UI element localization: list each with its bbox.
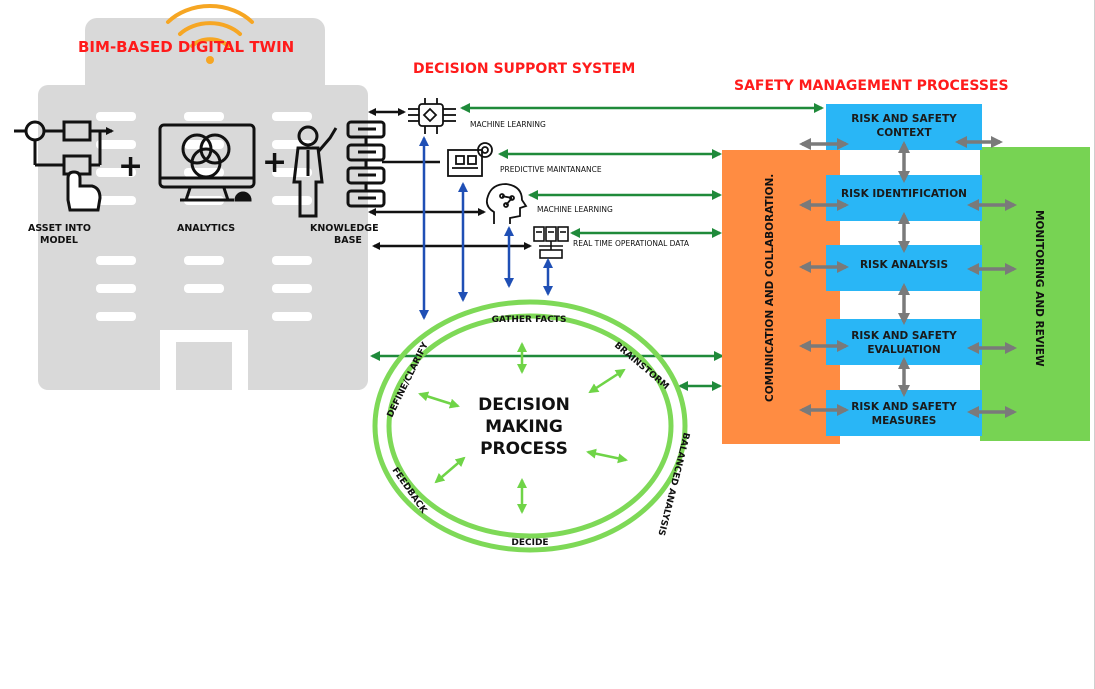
decision-center-l1: DECISION bbox=[478, 395, 570, 415]
black-connectors bbox=[368, 108, 532, 250]
step-brainstorm: BRAINSTORM bbox=[612, 341, 670, 392]
decision-center-l2: MAKING bbox=[485, 417, 563, 437]
asset-model-icon bbox=[14, 120, 114, 212]
risk-identification-l1: RISK IDENTIFICATION bbox=[841, 188, 967, 200]
asset-label-l2: MODEL bbox=[40, 235, 78, 246]
risk-box-measures bbox=[826, 390, 982, 436]
operational-data-icon bbox=[533, 226, 569, 259]
gray-arrows bbox=[799, 136, 1017, 418]
step-gather-facts: GATHER FACTS bbox=[492, 315, 567, 325]
flowchart-icon bbox=[346, 120, 386, 208]
risk-context-l2: CONTEXT bbox=[876, 127, 932, 139]
predictive-maintenance-icon bbox=[447, 142, 493, 177]
risk-measures-l1: RISK AND SAFETY bbox=[851, 401, 957, 413]
monitoring-panel bbox=[980, 147, 1090, 441]
step-balanced-analysis: BALANCED ANALYSIS bbox=[655, 431, 690, 536]
asset-label-l1: ASSET INTO bbox=[28, 223, 91, 234]
risk-measures-l2: MEASURES bbox=[872, 415, 937, 427]
presenter-icon bbox=[292, 125, 338, 218]
knowledge-label-l2: BASE bbox=[334, 235, 362, 246]
smp-title: SAFETY MANAGEMENT PROCESSES bbox=[734, 78, 1009, 94]
building-windows bbox=[96, 112, 312, 321]
ml-chip-icon bbox=[408, 98, 456, 134]
risk-box-evaluation bbox=[826, 319, 982, 365]
communication-panel bbox=[722, 150, 840, 444]
step-decide: DECIDE bbox=[511, 538, 548, 548]
wifi-icon bbox=[166, 4, 254, 64]
plus-sign-2: + bbox=[262, 145, 287, 180]
communication-label: COMUNICATION AND COLLABORATION. bbox=[764, 174, 776, 402]
risk-evaluation-l2: EVALUATION bbox=[867, 344, 940, 356]
risk-context-l1: RISK AND SAFETY bbox=[851, 113, 957, 125]
decision-circle bbox=[372, 299, 688, 553]
analytics-monitor-icon bbox=[158, 123, 256, 202]
brain-head-icon bbox=[485, 183, 528, 224]
green-arrows bbox=[370, 103, 824, 391]
monitoring-label: MONITORING AND REVIEW bbox=[1033, 210, 1045, 367]
building-tower bbox=[85, 18, 325, 98]
dss-item-predictive: PREDICTIVE MAINTANANCE bbox=[500, 165, 602, 174]
risk-analysis-l1: RISK ANALYSIS bbox=[860, 259, 948, 271]
dss-item-ml-1: MACHINE LEARNING bbox=[470, 120, 546, 129]
risk-evaluation-l1: RISK AND SAFETY bbox=[851, 330, 957, 342]
knowledge-label-l1: KNOWLEDGE bbox=[310, 223, 379, 234]
building-illustration bbox=[38, 4, 368, 390]
dss-item-realtime: REAL TIME OPERATIONAL DATA bbox=[573, 239, 690, 248]
bim-digital-twin-title: BIM-BASED DIGITAL TWIN bbox=[78, 38, 294, 56]
blue-arrows bbox=[419, 136, 553, 320]
dss-title: DECISION SUPPORT SYSTEM bbox=[413, 61, 635, 77]
building-door-inner bbox=[176, 342, 232, 390]
analytics-label: ANALYTICS bbox=[177, 223, 235, 234]
inner-double-arrows bbox=[418, 342, 628, 514]
dss-item-ml-2: MACHINE LEARNING bbox=[537, 205, 613, 214]
plus-sign-1: + bbox=[118, 149, 143, 184]
decision-center-l3: PROCESS bbox=[480, 439, 568, 459]
